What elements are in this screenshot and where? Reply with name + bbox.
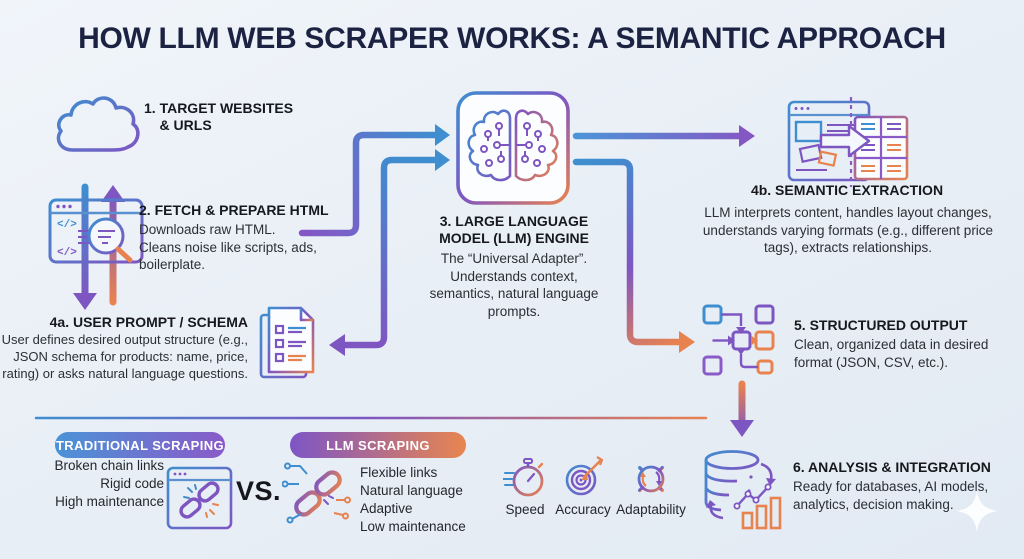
llm-point: Low maintenance (360, 519, 466, 534)
llm-point: Adaptive (360, 501, 413, 516)
benefit-label: Adaptability (616, 502, 686, 517)
step-4a-heading: 4a. USER PROMPT / SCHEMA (49, 314, 248, 330)
target-dart-icon (565, 456, 604, 496)
step-6-heading: 6. ANALYSIS & INTEGRATION (793, 459, 991, 475)
benefit-label: Accuracy (555, 502, 611, 517)
step-5-body: Clean, organized data in desired format … (794, 337, 989, 370)
benefit-accuracy: Accuracy (548, 455, 618, 517)
browser-code-search-icon: </> </> (48, 198, 144, 264)
flowchart-nodes-icon (702, 304, 775, 376)
adaptive-gear-icon (633, 459, 669, 499)
step-1-heading: 1. TARGET WEBSITES & URLS (144, 100, 294, 134)
step-2-heading: 2. FETCH & PREPARE HTML (139, 202, 329, 218)
step-3-body: The “Universal Adapter”. Understands con… (429, 251, 599, 319)
traditional-point: High maintenance (55, 494, 164, 509)
traditional-point: Broken chain links (54, 458, 164, 473)
llm-scraping-badge: LLM SCRAPING (290, 432, 466, 458)
webpage-to-table-icon (787, 97, 909, 187)
step-3-heading: 3. LARGE LANGUAGE MODEL (LLM) ENGINE (439, 213, 589, 247)
brain-circuit-icon (456, 91, 570, 205)
cloud-icon (56, 96, 140, 152)
llm-point: Natural language (360, 483, 463, 498)
step-4a-body: User defines desired output structure (e… (1, 332, 248, 381)
stopwatch-icon (503, 458, 544, 497)
step-5-heading: 5. STRUCTURED OUTPUT (794, 317, 968, 333)
vs-label: VS. (236, 476, 282, 506)
step-4b-heading: 4b. SEMANTIC EXTRACTION (750, 182, 944, 198)
step-4b-body: LLM interprets content, handles layout c… (702, 205, 994, 256)
step-2-body: Downloads raw HTML. Cleans noise like sc… (139, 222, 317, 273)
traditional-point: Rigid code (100, 476, 164, 491)
broken-chain-browser-icon (166, 466, 233, 530)
svg-text:</>: </> (57, 219, 77, 231)
sparkle-icon (956, 490, 998, 532)
traditional-scraping-badge: TRADITIONAL SCRAPING (55, 432, 225, 458)
database-analytics-icon (704, 450, 782, 530)
step-6-body: Ready for databases, AI models, analytic… (793, 479, 989, 512)
benefit-speed: Speed (495, 455, 555, 517)
svg-text:</>: </> (57, 247, 77, 259)
page-title: HOW LLM WEB SCRAPER WORKS: A SEMANTIC AP… (78, 22, 946, 55)
traditional-points: Broken chain links Rigid code High maint… (18, 457, 164, 511)
llm-point: Flexible links (360, 465, 438, 480)
benefit-label: Speed (505, 502, 545, 517)
smart-chain-circuit-icon (282, 462, 351, 524)
benefit-adaptability: Adaptability (610, 455, 692, 517)
llm-points: Flexible links Natural language Adaptive… (360, 464, 500, 536)
documents-checklist-icon (259, 306, 315, 379)
